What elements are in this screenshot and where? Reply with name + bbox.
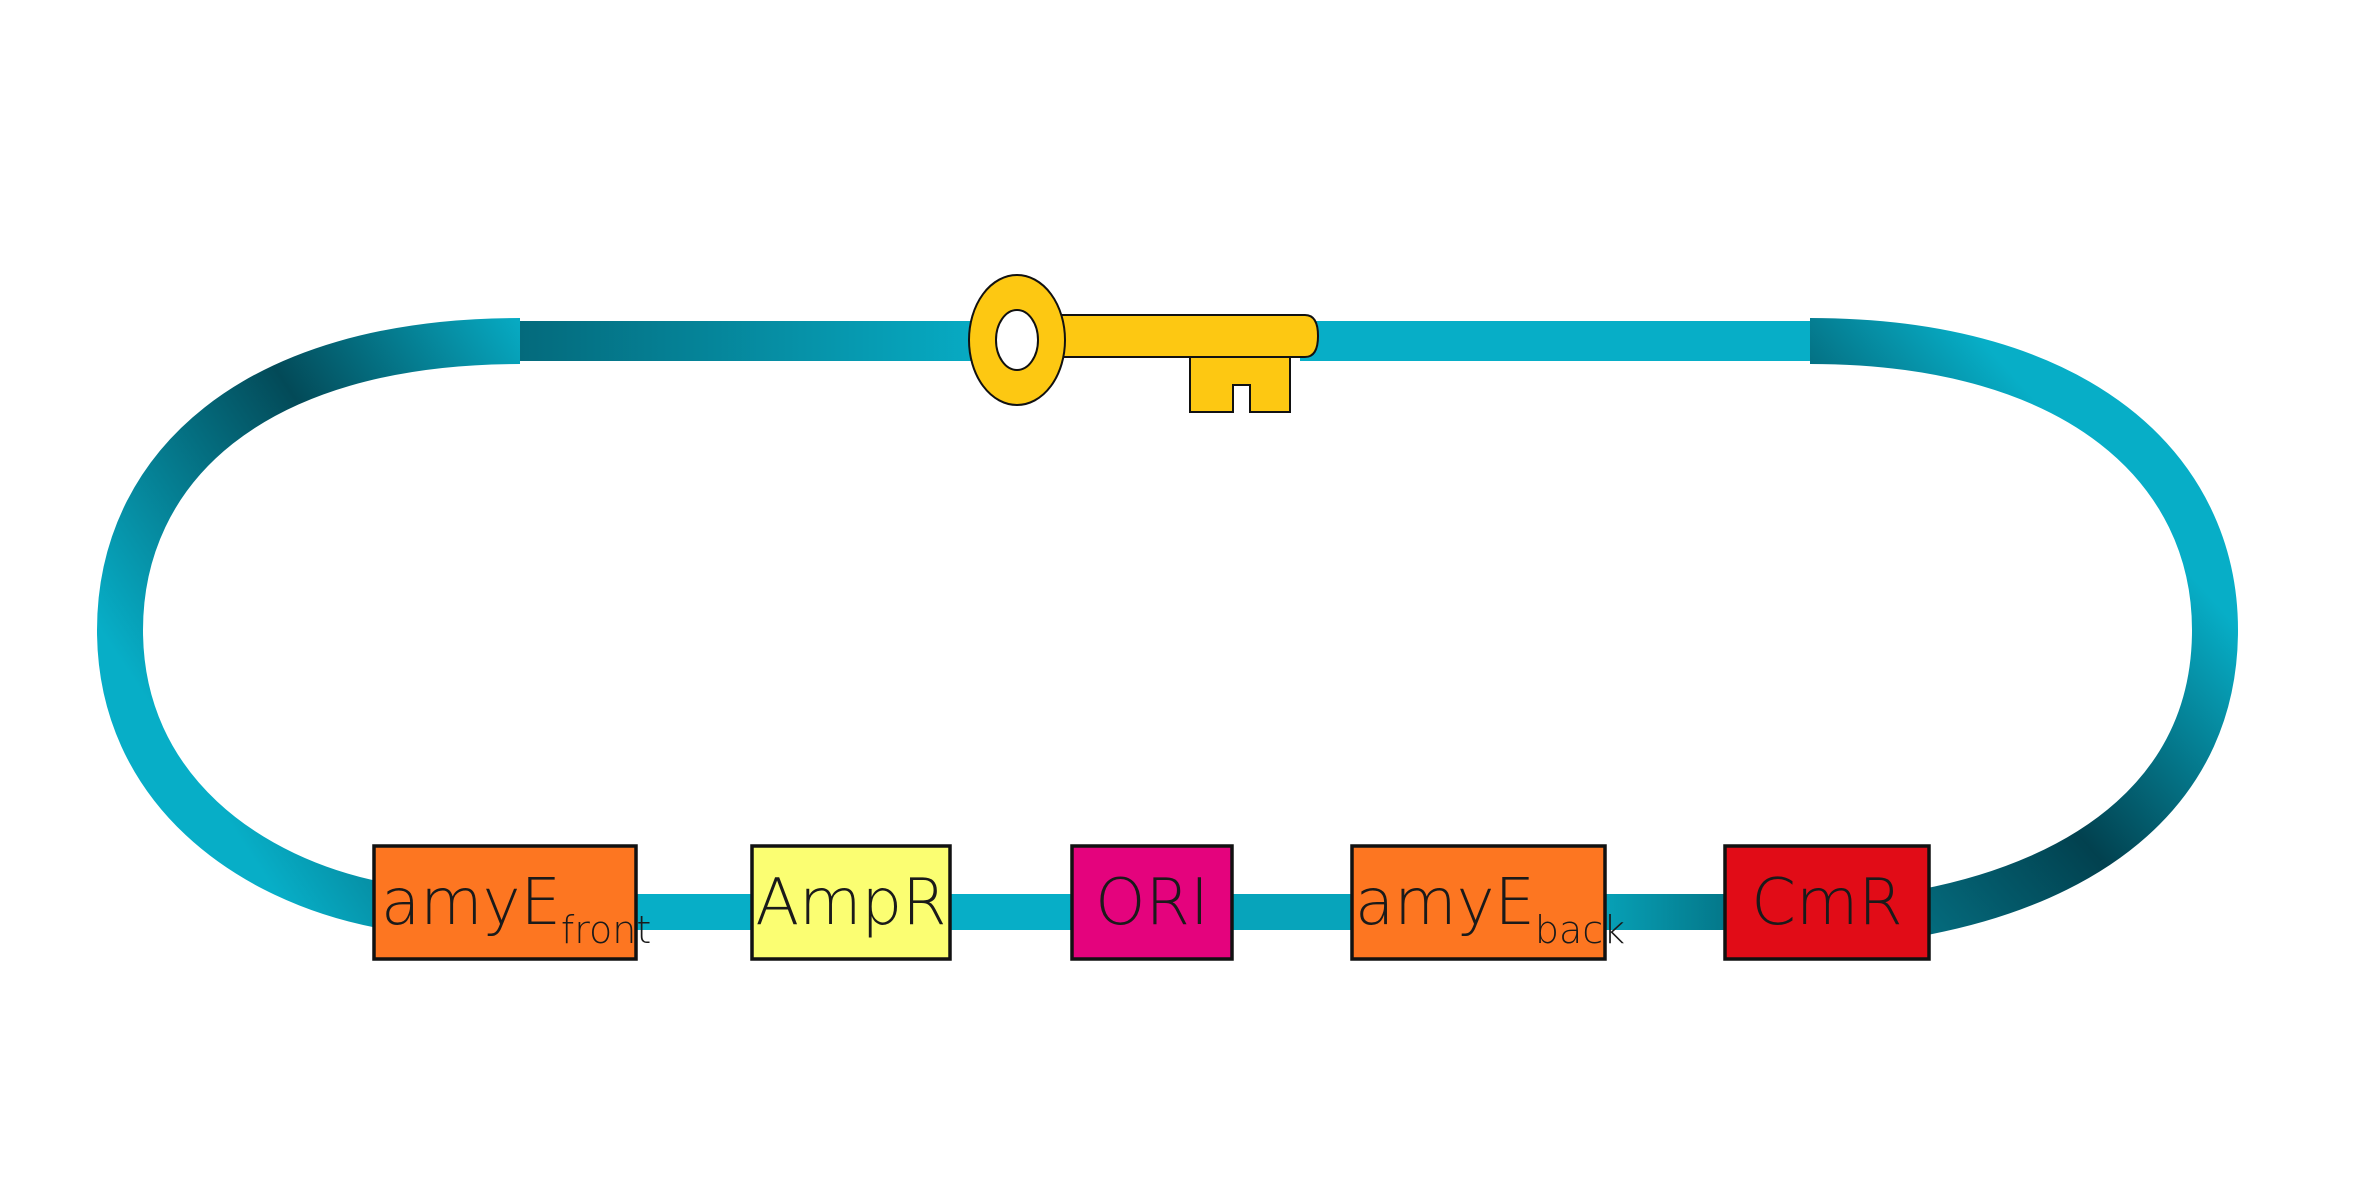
part-ampR: AmpR xyxy=(750,844,952,961)
backbone-left-arc xyxy=(96,318,521,928)
part-amyE-front: amyEfront xyxy=(372,844,651,961)
part-label: amyE xyxy=(381,866,561,940)
part-subscript: front xyxy=(561,908,651,952)
part-cmR: CmR xyxy=(1723,844,1931,961)
backbone-right-arc xyxy=(1809,318,2239,935)
part-label: ORI xyxy=(1095,866,1209,940)
part-label: CmR xyxy=(1751,866,1903,940)
part-box xyxy=(1723,844,1931,961)
key-icon xyxy=(968,274,1320,413)
part-box xyxy=(750,844,952,961)
part-box xyxy=(1070,844,1234,961)
svg-text:amyEfront: amyEfront xyxy=(381,866,651,952)
part-box xyxy=(372,844,638,961)
part-subscript: back xyxy=(1535,908,1625,952)
part-amyE-back: amyEback xyxy=(1350,844,1625,961)
part-label: amyE xyxy=(1355,866,1535,940)
part-ori: ORI xyxy=(1070,844,1234,961)
svg-text:amyEback: amyEback xyxy=(1355,866,1625,952)
part-box xyxy=(1350,844,1607,961)
part-label: AmpR xyxy=(755,866,946,940)
